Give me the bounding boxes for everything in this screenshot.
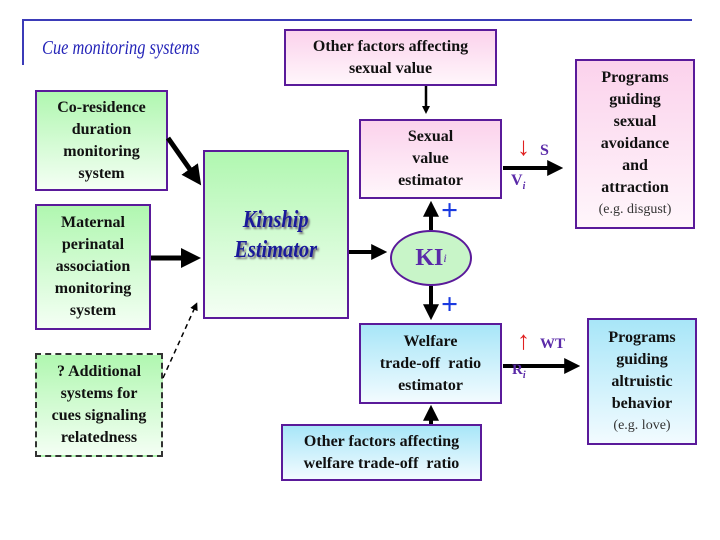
box-line: duration <box>71 120 132 138</box>
box-line: Other factors affecting <box>303 432 460 450</box>
box-line: Programs <box>608 328 676 346</box>
box-line: Kinship <box>243 206 309 233</box>
sexual-value-factors-box: Other factors affecting sexual value <box>284 29 497 86</box>
box-line: relatedness <box>60 429 138 446</box>
box-line: estimator <box>398 172 463 189</box>
box-line: Welfare <box>403 332 458 350</box>
up-arrow-icon: ↑ <box>517 326 530 355</box>
box-line: Programs <box>601 69 669 86</box>
arrow-additional-to-kinship <box>162 302 198 379</box>
box-line: estimator <box>398 376 463 394</box>
box-line: system <box>69 302 117 319</box>
box-line: avoidance <box>600 135 670 152</box>
plus-sign-sexual: + <box>441 194 459 227</box>
box-line: guiding <box>616 350 668 368</box>
box-line: sexual value <box>348 59 433 77</box>
sv-output-subscript: i <box>522 181 526 193</box>
box-line: welfare trade-off ratio <box>303 454 460 472</box>
box-line: and <box>622 157 648 174</box>
sv-output-bottom-label: Vi <box>511 172 525 192</box>
wt-output-top-label: WT <box>540 336 566 352</box>
wt-output-subscript: i <box>522 370 526 381</box>
additional-systems-box: ? Additional systems for cues signaling … <box>35 353 163 457</box>
wt-output-bottom-label: Ri <box>512 362 526 381</box>
box-line: Co-residence <box>57 98 146 116</box>
box-line: guiding <box>609 91 661 108</box>
example-text: (e.g. disgust) <box>598 202 672 217</box>
box-line: system <box>78 164 125 182</box>
sv-output-letter: V <box>511 172 523 189</box>
wt-output-letter: R <box>512 362 523 378</box>
box-line: systems for <box>60 385 138 402</box>
box-line: Other factors affecting <box>312 37 469 55</box>
kinship-estimator-box: Kinship Estimator <box>203 150 349 319</box>
box-line: Estimator <box>234 236 318 263</box>
box-line: value <box>412 150 449 167</box>
arrow-coresidence-to-kinship <box>165 136 202 186</box>
diagram-title: Cue monitoring systems <box>42 37 200 59</box>
co-residence-system-box: Co-residence duration monitoring system <box>35 90 168 191</box>
kinship-index-subscript: i <box>443 250 447 265</box>
box-line: perinatal <box>61 236 125 253</box>
box-line: monitoring <box>54 280 132 297</box>
plus-sign-welfare: + <box>441 288 459 321</box>
sexual-programs-box: Programs guiding sexual avoidance and at… <box>575 59 695 229</box>
box-line: trade-off ratio <box>379 354 482 372</box>
box-line: monitoring <box>63 142 140 160</box>
box-line: Sexual <box>407 128 454 145</box>
box-line: association <box>55 258 131 275</box>
sv-output-top-label: S <box>540 142 549 159</box>
sexual-value-estimator-box: Sexual value estimator <box>359 119 502 199</box>
box-line: sexual <box>613 113 657 130</box>
title-rule-vertical <box>22 19 24 65</box>
box-line: cues signaling <box>51 407 147 424</box>
box-line: Maternal <box>61 214 125 231</box>
welfare-factors-box: Other factors affecting welfare trade-of… <box>281 424 482 481</box>
box-line: behavior <box>611 394 673 412</box>
title-rule-horizontal <box>22 19 692 21</box>
kinship-index-label: KI <box>415 244 444 271</box>
box-line: attraction <box>601 179 669 196</box>
example-text: (e.g. love) <box>613 417 671 433</box>
box-line: ? Additional <box>56 363 142 380</box>
altruistic-programs-box: Programs guiding altruistic behavior (e.… <box>587 318 697 445</box>
down-arrow-icon: ↓ <box>517 132 530 161</box>
box-line: altruistic <box>611 372 673 390</box>
welfare-estimator-box: Welfare trade-off ratio estimator <box>359 323 502 404</box>
maternal-perinatal-system-box: Maternal perinatal association monitorin… <box>35 204 151 330</box>
